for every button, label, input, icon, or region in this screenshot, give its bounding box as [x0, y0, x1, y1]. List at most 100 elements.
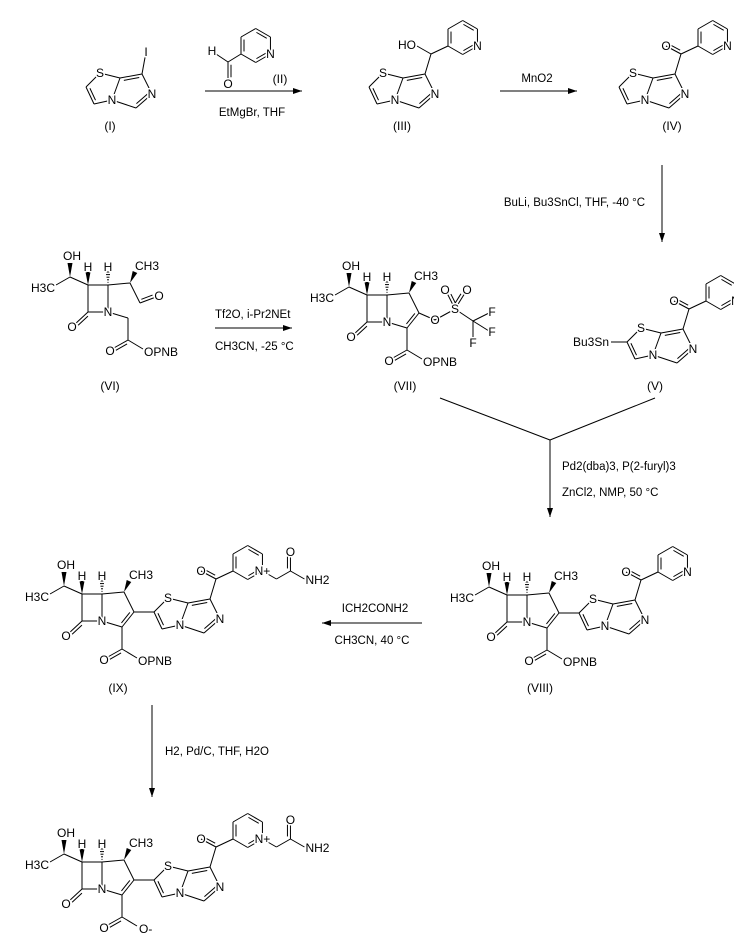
- bond: [161, 624, 181, 630]
- double-bond: [612, 599, 636, 605]
- atom-label-opnb: OPNB: [563, 655, 597, 669]
- arrow-head: [293, 88, 302, 94]
- double-bond-inner: [713, 44, 724, 52]
- double-bond-inner: [673, 549, 684, 557]
- double-bond: [402, 73, 426, 79]
- reagent-step6b: CH3CN, 40 °C: [335, 635, 410, 647]
- bond: [434, 308, 456, 321]
- atom-label-ch3: CH3: [554, 569, 578, 583]
- bond: [634, 579, 642, 601]
- bond: [240, 28, 256, 38]
- bond: [129, 282, 141, 304]
- atom-label-n: N: [689, 342, 698, 356]
- bond: [634, 599, 646, 621]
- bond: [49, 853, 65, 863]
- double-bond-inner: [141, 294, 153, 300]
- double-bond: [200, 838, 217, 848]
- atom-label-n: N: [601, 619, 610, 633]
- arrow-head: [149, 788, 155, 797]
- compound-label-IV: (IV): [662, 119, 681, 133]
- atom-label-o: O: [669, 294, 678, 308]
- atom-label-h: H: [84, 260, 93, 274]
- atom-label-n: N: [641, 93, 650, 107]
- bond: [682, 328, 694, 350]
- double-bond-inner: [204, 569, 216, 576]
- bonds-layer: [49, 20, 734, 928]
- bond: [290, 838, 305, 848]
- atom-label-ch3: CH3: [129, 568, 153, 582]
- compound-label-I: (I): [104, 119, 115, 133]
- bond: [55, 276, 71, 286]
- double-bond-inner: [256, 31, 267, 39]
- double-bond-inner: [669, 44, 681, 51]
- bond: [548, 592, 560, 614]
- reagent-step5b: ZnCl2, NMP, 50 °C: [562, 487, 658, 499]
- double-bond-inner: [248, 569, 259, 577]
- atom-label-o: O: [440, 283, 449, 297]
- bond: [697, 20, 713, 30]
- wedge-bond: [549, 580, 557, 593]
- atom-label-h3c: H3C: [450, 591, 474, 605]
- double-bond: [203, 886, 221, 902]
- bond: [63, 585, 83, 595]
- double-bond: [105, 648, 123, 659]
- atom-label-o: O: [661, 39, 670, 53]
- bond: [472, 320, 490, 332]
- reagent-step1: EtMgBr, THF: [219, 107, 285, 119]
- double-bond-inner: [356, 325, 368, 336]
- double-bond-inner: [123, 77, 140, 81]
- double-bond: [625, 571, 642, 581]
- double-bond-inner: [496, 625, 508, 636]
- wedge-bond: [85, 272, 91, 285]
- atom-label-o: O: [621, 565, 630, 579]
- double-bond: [668, 93, 686, 109]
- converging-line: [439, 397, 551, 441]
- bond: [209, 578, 217, 600]
- bond: [394, 77, 404, 101]
- bond: [386, 321, 408, 329]
- bond: [632, 72, 654, 79]
- atom-label-o: O: [67, 320, 76, 334]
- double-bond: [660, 328, 684, 334]
- atom-label-n: N: [681, 87, 690, 101]
- double-bond-inner: [71, 624, 83, 635]
- atom-label-f: F: [469, 336, 476, 350]
- double-bond-inner: [406, 77, 423, 81]
- atom-label-h: H: [523, 570, 532, 584]
- bond: [232, 545, 248, 555]
- double-bond-inner: [622, 88, 629, 101]
- bond: [430, 45, 449, 55]
- wedge-bond: [124, 847, 132, 860]
- compound-label-III: (III): [393, 119, 411, 133]
- bond: [382, 72, 404, 79]
- double-bond-inner: [630, 343, 637, 356]
- atom-label-o: O: [61, 629, 70, 643]
- atom-label-bu3sn: Bu3Sn: [573, 335, 609, 349]
- bond: [472, 312, 490, 322]
- wedge-bond: [504, 582, 510, 595]
- atom-label-f: F: [488, 325, 495, 339]
- atom-label-s: S: [96, 66, 104, 80]
- double-bond-inner: [546, 613, 556, 625]
- double-bond: [203, 618, 221, 634]
- double-bond-inner: [664, 332, 681, 336]
- bond: [63, 853, 83, 863]
- atom-label-s: S: [629, 66, 637, 80]
- wedge-bond: [364, 282, 370, 295]
- atom-label-n: N: [176, 886, 185, 900]
- double-bond-inner: [713, 23, 724, 31]
- double-bond: [578, 612, 588, 631]
- atom-label-n: N: [383, 315, 392, 329]
- double-bond-inner: [157, 613, 164, 626]
- atom-label-o: O: [99, 921, 108, 935]
- bond: [276, 838, 291, 848]
- double-bond-inner: [406, 313, 416, 325]
- bond: [111, 77, 121, 101]
- bond: [334, 286, 350, 296]
- bond: [262, 838, 277, 848]
- atom-label-o: O: [486, 630, 495, 644]
- double-bond: [446, 292, 456, 310]
- atom-label-h: H: [208, 44, 217, 58]
- bond: [394, 99, 420, 109]
